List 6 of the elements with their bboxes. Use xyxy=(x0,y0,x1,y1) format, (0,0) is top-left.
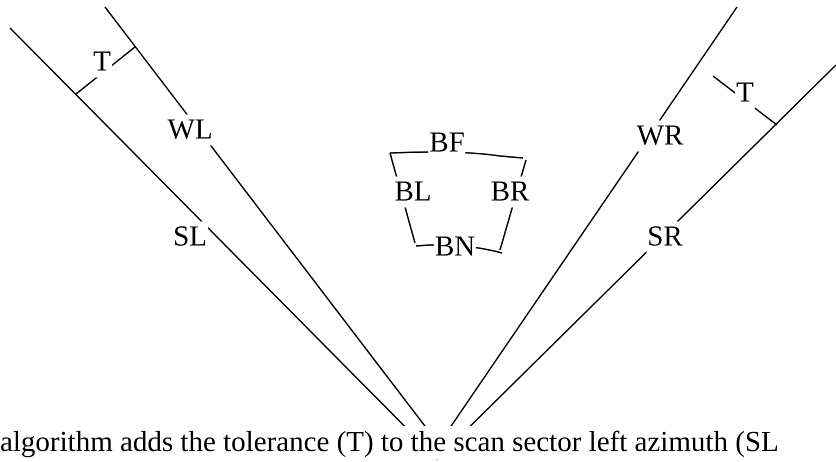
part-label: BL xyxy=(393,176,433,208)
part-label: SR xyxy=(646,222,684,252)
part-label: WR xyxy=(636,120,684,152)
part-label: BR xyxy=(490,176,530,208)
caption: algorithm adds the tolerance (T) to the scan sector left azimuth (SL xyxy=(0,426,779,460)
part-label: WL xyxy=(166,114,214,146)
